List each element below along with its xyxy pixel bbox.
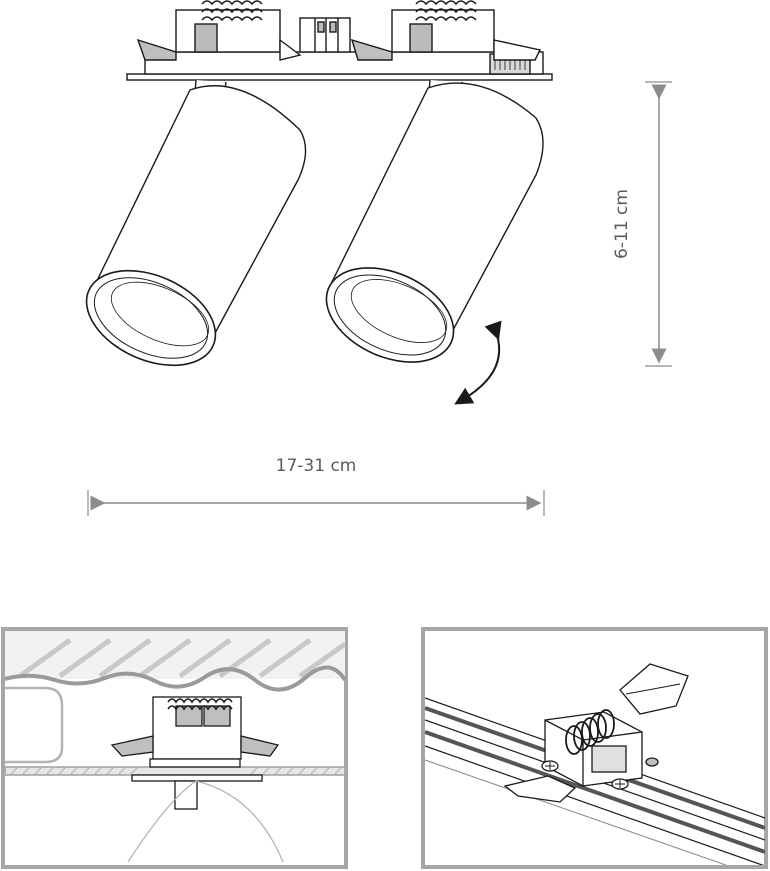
width-label: 17-31 cm — [276, 456, 357, 476]
installation-detail-panel — [1, 627, 348, 869]
ceiling-hatch — [18, 637, 345, 679]
clip-housing — [544, 711, 643, 787]
connector-block — [299, 17, 351, 53]
mounting-plate — [126, 51, 553, 81]
width-dimension: 17-31 cm — [87, 456, 545, 516]
luminaire-drawing — [85, 0, 553, 405]
rotation-arrow-icon — [454, 320, 502, 405]
right-spring-clip-icon — [350, 0, 542, 61]
left-spring-clip-icon — [136, 0, 302, 61]
screw-icon — [541, 760, 629, 790]
height-label: 6-11 cm — [612, 189, 632, 259]
left-spotlight — [85, 79, 307, 367]
spring-coil-icon — [565, 709, 615, 755]
installed-fixture — [110, 696, 280, 810]
clip-detail-panel — [421, 627, 768, 869]
height-dimension: 6-11 cm — [612, 81, 672, 367]
right-spotlight — [325, 79, 544, 363]
